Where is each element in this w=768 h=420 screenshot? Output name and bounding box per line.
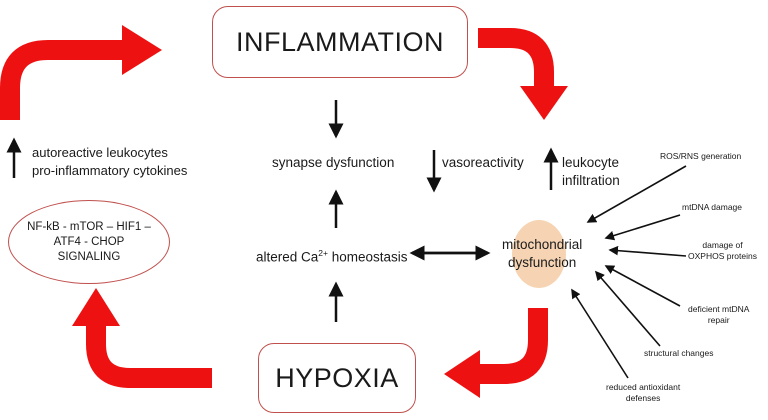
calcium-homeostasis-label: altered Ca2+ homeostasis bbox=[256, 244, 408, 267]
autoreactive-line-2: pro-inflammatory cytokines bbox=[32, 163, 188, 178]
cycle-arrow-bottom-left bbox=[72, 288, 212, 388]
cause-repair: deficient mtDNA repair bbox=[688, 304, 749, 326]
cause-arrow-antioxidant bbox=[571, 288, 629, 379]
calcium-suffix: homeostasis bbox=[328, 249, 408, 265]
leukocyte-line-1: leukocyte bbox=[562, 155, 620, 170]
cause-repair-line-2: repair bbox=[707, 315, 730, 325]
cause-oxphos-line-2: OXPHOS proteins bbox=[688, 251, 757, 261]
mitochondrial-line-2: dysfunction bbox=[508, 255, 577, 270]
mitochondrial-dysfunction-label: mitochondrial dysfunction bbox=[502, 236, 582, 272]
cycle-arrow-bottom-right bbox=[444, 308, 548, 398]
cause-arrow-ros bbox=[586, 165, 687, 223]
cycle-arrow-top-left bbox=[0, 25, 162, 120]
cause-mtdna: mtDNA damage bbox=[682, 202, 742, 213]
cause-repair-line-1: deficient mtDNA bbox=[688, 304, 750, 314]
signaling-line-3: SIGNALING bbox=[57, 250, 121, 263]
cause-structural: structural changes bbox=[644, 348, 713, 359]
mitochondrion-image bbox=[512, 220, 566, 288]
inflammation-box: INFLAMMATION bbox=[212, 6, 468, 78]
inflammation-label: INFLAMMATION bbox=[236, 26, 444, 57]
cause-arrow-repair bbox=[604, 265, 681, 307]
hypoxia-label: HYPOXIA bbox=[275, 362, 399, 393]
mitochondrial-line-1: mitochondrial bbox=[502, 237, 583, 252]
signaling-line-1: NF-kB - mTOR – HIF1 – bbox=[27, 220, 151, 233]
leukocyte-line-2: infiltration bbox=[562, 173, 620, 188]
cause-antioxidant-line-2: defenses bbox=[625, 393, 661, 403]
synapse-dysfunction-label: synapse dysfunction bbox=[272, 155, 395, 170]
cause-ros-line-1: ROS/RNS generation bbox=[660, 151, 742, 161]
cause-antioxidant: reduced antioxidant defenses bbox=[606, 382, 680, 404]
cause-ros: ROS/RNS generation bbox=[660, 151, 741, 162]
cause-oxphos: damage of OXPHOS proteins bbox=[688, 240, 757, 262]
leukocyte-infiltration-label: leukocyte infiltration bbox=[562, 154, 620, 190]
cause-arrow-mtdna bbox=[604, 214, 681, 241]
calcium-superscript: 2+ bbox=[318, 248, 328, 258]
cause-mtdna-line-1: mtDNA damage bbox=[682, 202, 742, 212]
cause-oxphos-line-1: damage of bbox=[702, 240, 743, 250]
signaling-line-2: ATF4 - CHOP bbox=[53, 235, 125, 248]
autoreactive-label: autoreactive leukocytes pro-inflammatory… bbox=[32, 144, 187, 180]
autoreactive-line-1: autoreactive leukocytes bbox=[32, 145, 168, 160]
signaling-oval: NF-kB - mTOR – HIF1 – ATF4 - CHOP SIGNAL… bbox=[8, 200, 170, 284]
cause-arrow-structural bbox=[594, 270, 661, 347]
cycle-arrow-top-right bbox=[478, 28, 568, 120]
cause-arrow-oxphos bbox=[608, 245, 687, 257]
vasoreactivity-label: vasoreactivity bbox=[442, 155, 524, 170]
cause-structural-line-1: structural changes bbox=[644, 348, 714, 358]
hypoxia-box: HYPOXIA bbox=[258, 343, 416, 413]
cause-antioxidant-line-1: reduced antioxidant bbox=[606, 382, 681, 392]
calcium-prefix: altered Ca bbox=[256, 249, 319, 265]
